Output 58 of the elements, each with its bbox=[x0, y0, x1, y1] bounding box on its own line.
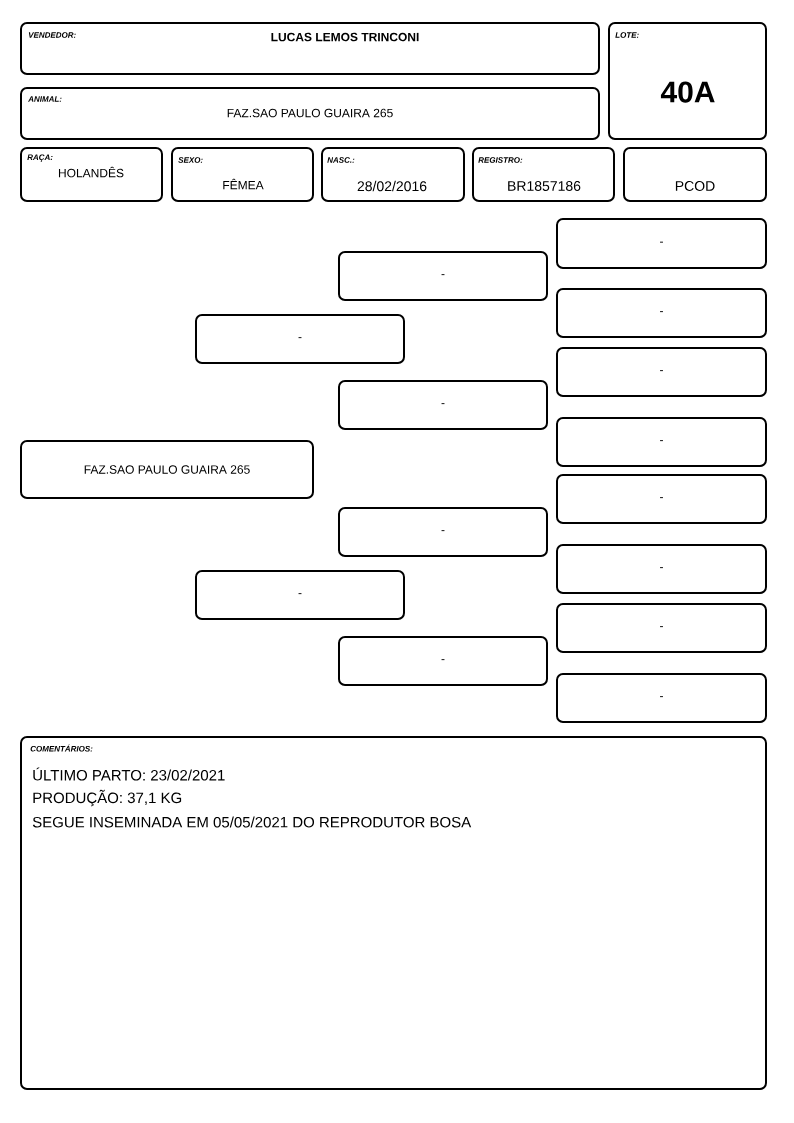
pedigree-box bbox=[556, 288, 767, 338]
field-value: FÊMEA bbox=[223, 178, 264, 190]
pedigree-box bbox=[556, 347, 767, 397]
pedigree-box bbox=[338, 507, 548, 557]
field-value: - bbox=[441, 274, 445, 276]
field-box bbox=[171, 147, 314, 202]
field-value: - bbox=[660, 241, 663, 243]
comment-text: SEGUE INSEMINADA EM 05/05/2021 DO REPRODUTOR BOSA bbox=[32, 816, 472, 828]
field-value: - bbox=[660, 311, 663, 313]
field-label: NASC.: bbox=[327, 157, 355, 163]
field-value: HOLANDÊS bbox=[59, 166, 124, 178]
field-value: 40A bbox=[660, 81, 715, 103]
field-box bbox=[20, 22, 600, 75]
pedigree-box bbox=[556, 417, 767, 467]
field-value: - bbox=[441, 530, 445, 532]
field-value: - bbox=[441, 403, 445, 405]
pedigree-box bbox=[556, 474, 767, 524]
field-label: REGISTRO: bbox=[478, 157, 523, 163]
pedigree-box bbox=[556, 218, 767, 269]
field-box bbox=[608, 22, 767, 140]
field-value: - bbox=[298, 337, 302, 339]
field-value: - bbox=[298, 593, 302, 595]
pedigree-box bbox=[556, 673, 767, 723]
field-box bbox=[321, 147, 465, 202]
field-value: LUCAS LEMOS TRINCONI bbox=[271, 32, 419, 42]
field-value: FAZ.SAO PAULO GUAIRA 265 bbox=[84, 465, 250, 474]
field-box bbox=[623, 147, 767, 202]
pedigree-box bbox=[20, 440, 314, 499]
field-label: RAÇA: bbox=[27, 154, 53, 162]
field-value: 28/02/2016 bbox=[357, 180, 427, 192]
pedigree-box bbox=[195, 314, 405, 364]
field-box bbox=[20, 87, 600, 140]
field-value: - bbox=[441, 659, 445, 661]
field-label: SEXO: bbox=[178, 157, 203, 163]
pedigree-box bbox=[195, 570, 405, 620]
pedigree-box bbox=[338, 636, 548, 686]
pedigree-box bbox=[556, 603, 767, 653]
pedigree-box bbox=[338, 380, 548, 430]
field-value: - bbox=[660, 497, 663, 499]
field-label: ANIMAL: bbox=[28, 96, 62, 102]
field-label: LOTE: bbox=[615, 32, 639, 38]
comment-box bbox=[20, 736, 767, 1090]
field-value: FAZ.SAO PAULO GUAIRA 265 bbox=[227, 108, 393, 118]
field-box bbox=[20, 147, 163, 202]
field-value: - bbox=[660, 440, 663, 442]
field-value: - bbox=[660, 370, 663, 372]
pedigree-box bbox=[556, 544, 767, 594]
comment-text: PRODUÇÃO: 37,1 KG bbox=[33, 789, 182, 807]
field-value: - bbox=[660, 696, 663, 698]
field-label: VENDEDOR: bbox=[28, 32, 76, 38]
pedigree-box bbox=[338, 251, 548, 301]
field-label: COMENTÁRIOS: bbox=[30, 744, 93, 752]
field-value: - bbox=[660, 626, 663, 628]
field-value: - bbox=[660, 567, 663, 569]
field-value: PCOD bbox=[675, 181, 715, 191]
comment-text: ÚLTIMO PARTO: 23/02/2021 bbox=[33, 767, 225, 781]
field-box bbox=[472, 147, 615, 202]
field-value: BR1857186 bbox=[508, 181, 581, 191]
